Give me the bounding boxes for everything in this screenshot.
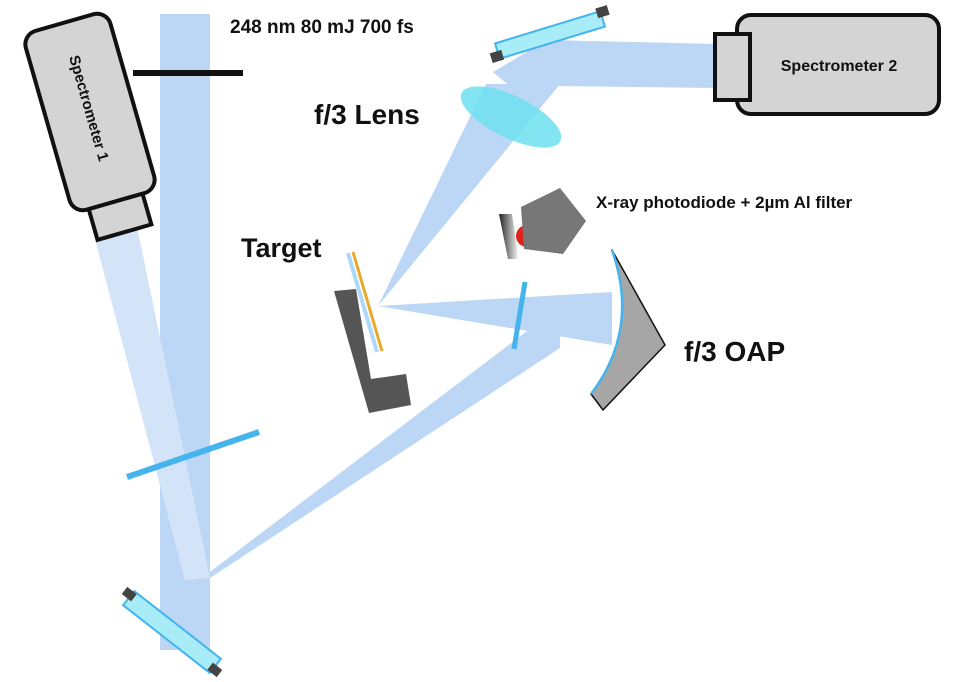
bottom-turning-mirror	[121, 586, 223, 678]
spectrometer2-beam	[548, 40, 717, 88]
lens-label: f/3 Lens	[314, 99, 420, 130]
beam-splitter-plate	[126, 429, 260, 480]
target-foil	[346, 252, 379, 353]
spectrometer1-beam	[92, 222, 210, 580]
al-filter	[499, 214, 519, 259]
target-foil-gold	[351, 251, 384, 352]
spectrometer2-label: Spectrometer 2	[781, 58, 898, 75]
oap-mirror	[590, 249, 666, 411]
diagonal-beam	[160, 306, 560, 610]
oap-label: f/3 OAP	[684, 336, 785, 367]
spectrometer-2: Spectrometer 2	[713, 13, 941, 116]
oap-reflective-surface	[590, 249, 624, 395]
xray-photodiode	[499, 188, 586, 259]
beam-parameters-label: 248 nm 80 mJ 700 fs	[230, 17, 414, 38]
f3-lens-element	[460, 86, 562, 148]
mirror-to-lens-beam	[493, 40, 561, 88]
aperture-bar	[133, 70, 243, 76]
oap-convergent-beam	[378, 292, 612, 345]
photodiode-body	[521, 188, 586, 254]
photodiode-label: X-ray photodiode + 2µm Al filter	[596, 193, 853, 212]
spectrometer-1: Spectrometer 1	[23, 11, 157, 243]
top-turning-mirror	[489, 5, 610, 63]
target-holder	[334, 289, 411, 413]
diagnostic-window	[511, 281, 528, 350]
target-label: Target	[241, 233, 322, 263]
